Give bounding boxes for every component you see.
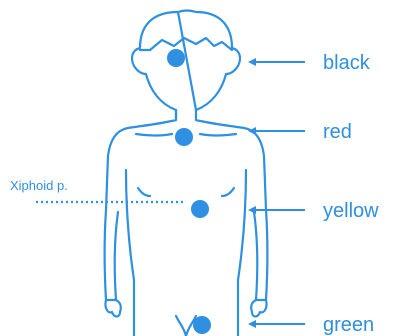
arrowhead-green: [248, 320, 256, 328]
label-black: black: [323, 52, 371, 74]
head-outline: [132, 11, 240, 119]
arrowhead-black: [248, 58, 256, 66]
arrowhead-red: [248, 127, 256, 135]
electrode-red: [175, 128, 193, 146]
label-yellow: yellow: [323, 200, 379, 222]
hair-fringe: [140, 38, 232, 50]
right-hand: [251, 300, 266, 317]
xiphoid-label: Xiphoid p.: [10, 178, 68, 193]
body-outline: [105, 11, 268, 336]
label-green: green: [323, 314, 374, 336]
electrode-black: [167, 49, 185, 67]
arrowhead-yellow: [248, 206, 256, 214]
left-hand: [105, 300, 120, 317]
electrode-yellow: [191, 200, 209, 218]
electrode-green: [193, 316, 211, 334]
label-red: red: [323, 121, 352, 143]
torso-sides: [126, 170, 246, 318]
rib-marks: [138, 188, 234, 196]
hip-outline: [134, 316, 238, 336]
